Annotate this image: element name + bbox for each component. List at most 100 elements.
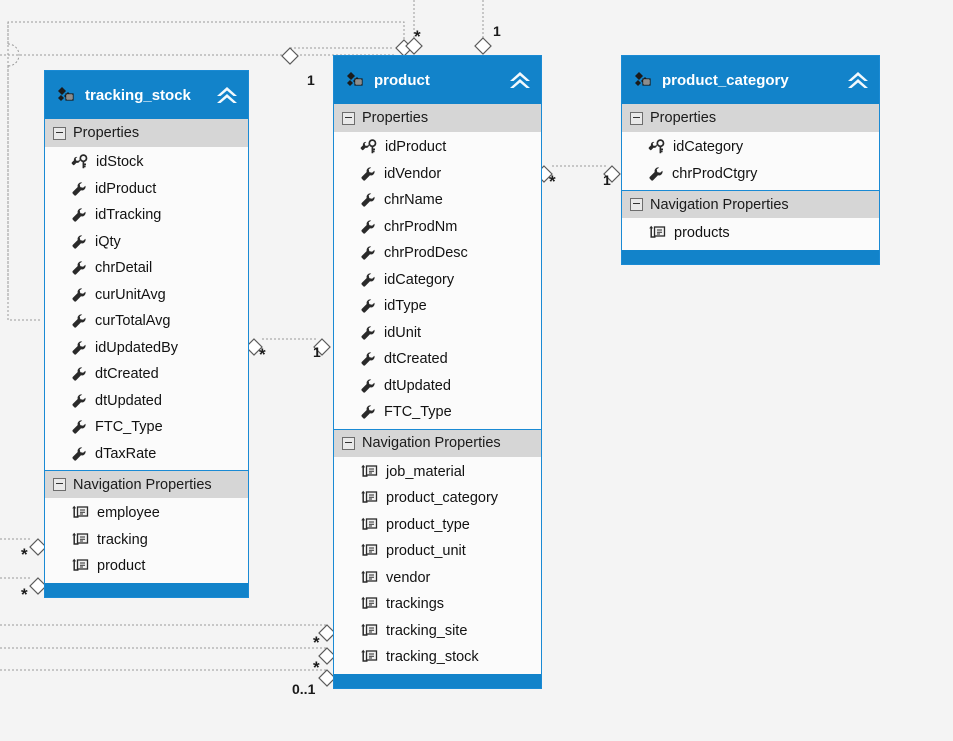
property-row[interactable]: idUpdatedBy: [45, 335, 248, 362]
property-row[interactable]: tracking: [45, 527, 248, 554]
property-row[interactable]: tracking_site: [334, 618, 541, 645]
collapse-minus-icon[interactable]: [53, 126, 66, 140]
double-chevron-up-icon[interactable]: [845, 69, 871, 91]
property-list: idCategory chrProdCtgry: [622, 132, 879, 190]
property-row[interactable]: idProduct: [334, 134, 541, 161]
line-jump-hop-icon: [7, 43, 20, 67]
wrench-icon: [71, 234, 87, 250]
property-label: chrProdDesc: [384, 245, 468, 262]
property-label: idTracking: [95, 207, 162, 224]
property-row[interactable]: tracking_stock: [334, 644, 541, 671]
property-row[interactable]: product_category: [334, 485, 541, 512]
wrench-icon: [71, 340, 87, 356]
collapse-minus-icon[interactable]: [342, 436, 355, 450]
property-row[interactable]: dtCreated: [334, 346, 541, 373]
property-row[interactable]: vendor: [334, 565, 541, 592]
property-label: curTotalAvg: [95, 313, 171, 330]
property-row[interactable]: FTC_Type: [334, 399, 541, 426]
property-row[interactable]: products: [622, 220, 879, 247]
collapse-minus-icon[interactable]: [342, 111, 355, 125]
property-label: trackings: [386, 596, 445, 613]
section-header-properties[interactable]: Properties: [45, 119, 248, 147]
property-row[interactable]: product_unit: [334, 538, 541, 565]
property-row[interactable]: product_type: [334, 512, 541, 539]
collapse-minus-icon[interactable]: [630, 198, 643, 211]
property-row[interactable]: dTaxRate: [45, 441, 248, 468]
property-row[interactable]: product: [45, 553, 248, 580]
multiplicity-label: *: [313, 658, 320, 677]
collapse-minus-icon[interactable]: [630, 111, 643, 125]
entity-header[interactable]: product: [334, 56, 541, 104]
property-label: dTaxRate: [95, 445, 157, 462]
wrench-icon: [360, 378, 376, 394]
entity-icon: [632, 70, 652, 90]
double-chevron-up-icon[interactable]: [214, 84, 240, 106]
section-header-properties[interactable]: Properties: [334, 104, 541, 132]
property-row[interactable]: iQty: [45, 229, 248, 256]
property-label: vendor: [386, 569, 431, 586]
property-row[interactable]: chrProdCtgry: [622, 161, 879, 188]
property-label: idCategory: [673, 139, 744, 156]
entity-title: tracking_stock: [85, 86, 191, 104]
property-row[interactable]: idProduct: [45, 176, 248, 203]
property-row[interactable]: idCategory: [334, 267, 541, 294]
property-row[interactable]: idStock: [45, 149, 248, 176]
wrench-icon: [71, 313, 87, 329]
section-header-navigation-properties[interactable]: Navigation Properties: [622, 190, 879, 218]
section-header-properties[interactable]: Properties: [622, 104, 879, 132]
navigation-arrow-icon: [360, 543, 378, 559]
wrench-icon: [71, 260, 87, 276]
wrench-icon: [71, 446, 87, 462]
entity-header[interactable]: tracking_stock: [45, 71, 248, 119]
navigation-arrow-icon: [71, 558, 89, 574]
multiplicity-label: *: [414, 27, 421, 46]
property-row[interactable]: chrDetail: [45, 255, 248, 282]
property-label: dtUpdated: [384, 377, 451, 394]
double-chevron-up-icon[interactable]: [507, 69, 533, 91]
property-row[interactable]: idCategory: [622, 134, 879, 161]
property-label: tracking_site: [386, 622, 468, 639]
multiplicity-label: 0..1: [292, 681, 316, 697]
property-label: product_type: [386, 516, 470, 533]
property-label: idCategory: [384, 271, 455, 288]
section-header-navigation-properties[interactable]: Navigation Properties: [45, 470, 248, 498]
property-row[interactable]: employee: [45, 500, 248, 527]
property-label: employee: [97, 505, 160, 522]
property-row[interactable]: dtUpdated: [334, 373, 541, 400]
property-row[interactable]: idUnit: [334, 320, 541, 347]
property-label: idUpdatedBy: [95, 339, 179, 356]
section-title: Navigation Properties: [650, 196, 789, 213]
diamond-endpoint-product-topleft: [395, 39, 413, 57]
property-row[interactable]: dtCreated: [45, 361, 248, 388]
property-row[interactable]: FTC_Type: [45, 414, 248, 441]
collapse-minus-icon[interactable]: [53, 478, 66, 491]
wrench-icon: [360, 298, 376, 314]
section-header-navigation-properties[interactable]: Navigation Properties: [334, 428, 541, 457]
property-row[interactable]: idVendor: [334, 161, 541, 188]
property-label: product_unit: [386, 543, 466, 560]
entity-icon: [344, 70, 364, 90]
wrench-icon: [360, 245, 376, 261]
property-row[interactable]: dtUpdated: [45, 388, 248, 415]
property-row[interactable]: job_material: [334, 459, 541, 486]
property-row[interactable]: chrName: [334, 187, 541, 214]
property-row[interactable]: chrProdDesc: [334, 240, 541, 267]
property-row[interactable]: chrProdNm: [334, 214, 541, 241]
property-row[interactable]: curTotalAvg: [45, 308, 248, 335]
property-row[interactable]: curUnitAvg: [45, 282, 248, 309]
property-label: iQty: [95, 233, 121, 250]
navigation-arrow-icon: [71, 532, 89, 548]
property-row[interactable]: idTracking: [45, 202, 248, 229]
property-label: chrDetail: [95, 260, 153, 277]
property-row[interactable]: trackings: [334, 591, 541, 618]
property-row[interactable]: idType: [334, 293, 541, 320]
entity-header[interactable]: product_category: [622, 56, 879, 104]
section-title: Properties: [362, 110, 429, 126]
